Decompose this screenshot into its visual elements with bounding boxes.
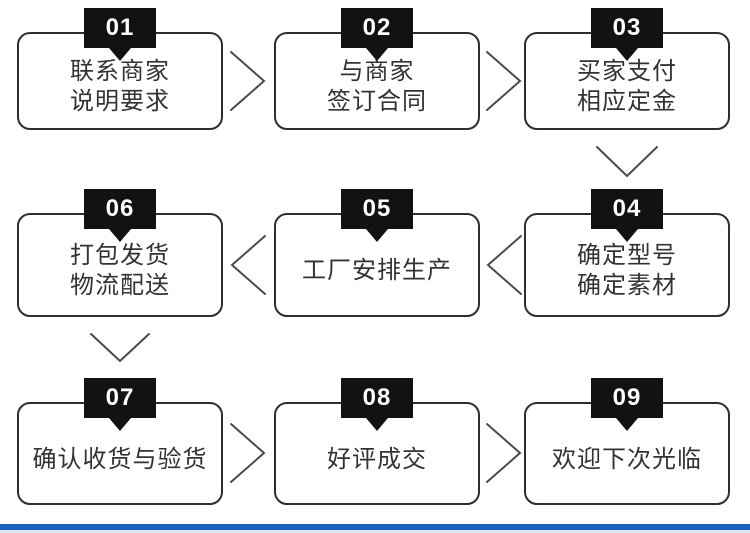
- step-number-badge: 07: [84, 378, 156, 431]
- step-number: 07: [105, 384, 135, 411]
- step-text-line: 与商家: [339, 58, 415, 85]
- step-number-badge: 03: [591, 8, 663, 61]
- step-box: 工厂安排生产: [274, 213, 480, 317]
- step-text-line: 买家支付: [577, 58, 677, 85]
- step-text-line: 欢迎下次光临: [552, 445, 702, 473]
- step-box: 好评成交: [274, 402, 480, 505]
- step-number: 01: [105, 14, 135, 41]
- flow-step-02: 02 与商家 签订合同: [274, 8, 480, 130]
- step-number-badge: 06: [84, 189, 156, 242]
- step-number: 02: [362, 14, 392, 41]
- step-text-line: 相应定金: [577, 88, 677, 115]
- step-text-line: 确认收货与验货: [32, 445, 208, 473]
- arrow-left-icon: [486, 235, 522, 295]
- footer-accent-bar: [0, 524, 750, 530]
- badge-tail-icon: [109, 48, 131, 61]
- badge-tail-icon: [616, 229, 638, 242]
- flow-step-05: 05 工厂安排生产: [274, 189, 480, 317]
- step-number: 04: [612, 195, 642, 222]
- arrow-right-icon: [230, 51, 266, 111]
- step-number: 03: [612, 14, 642, 41]
- step-text-line: 好评成交: [327, 445, 427, 473]
- flow-step-04: 04 确定型号 确定素材: [524, 189, 730, 317]
- step-number-badge: 02: [341, 8, 413, 61]
- arrow-left-icon: [230, 235, 266, 295]
- step-text-line: 确定型号: [577, 242, 677, 269]
- badge-tail-icon: [109, 229, 131, 242]
- footer-accent-bar-light: [0, 530, 750, 533]
- step-text-line: 说明要求: [70, 88, 170, 115]
- arrow-right-icon: [486, 51, 522, 111]
- step-text-line: 打包发货: [70, 242, 170, 269]
- flow-step-03: 03 买家支付 相应定金: [524, 8, 730, 130]
- step-text-line: 确定素材: [577, 272, 677, 299]
- badge-tail-icon: [366, 229, 388, 242]
- step-number-badge: 09: [591, 378, 663, 431]
- badge-tail-icon: [366, 418, 388, 431]
- step-text-line: 联系商家: [70, 58, 170, 85]
- step-number-badge: 01: [84, 8, 156, 61]
- badge-tail-icon: [616, 48, 638, 61]
- arrow-down-icon: [596, 146, 658, 178]
- step-number-badge: 04: [591, 189, 663, 242]
- step-number: 05: [362, 195, 392, 222]
- step-number: 09: [612, 384, 642, 411]
- flow-step-09: 09 欢迎下次光临: [524, 378, 730, 505]
- flow-step-08: 08 好评成交: [274, 378, 480, 505]
- flow-step-07: 07 确认收货与验货: [17, 378, 223, 505]
- step-number-badge: 05: [341, 189, 413, 242]
- step-number-badge: 08: [341, 378, 413, 431]
- flow-step-06: 06 打包发货 物流配送: [17, 189, 223, 317]
- step-text-line: 签订合同: [327, 88, 427, 115]
- step-number: 08: [362, 384, 392, 411]
- badge-tail-icon: [366, 48, 388, 61]
- step-text-line: 物流配送: [70, 272, 170, 299]
- step-text-line: 工厂安排生产: [302, 257, 452, 284]
- badge-tail-icon: [109, 418, 131, 431]
- arrow-right-icon: [230, 423, 266, 483]
- flow-step-01: 01 联系商家 说明要求: [17, 8, 223, 130]
- arrow-down-icon: [90, 333, 150, 363]
- arrow-right-icon: [486, 423, 522, 483]
- badge-tail-icon: [616, 418, 638, 431]
- step-number: 06: [105, 195, 135, 222]
